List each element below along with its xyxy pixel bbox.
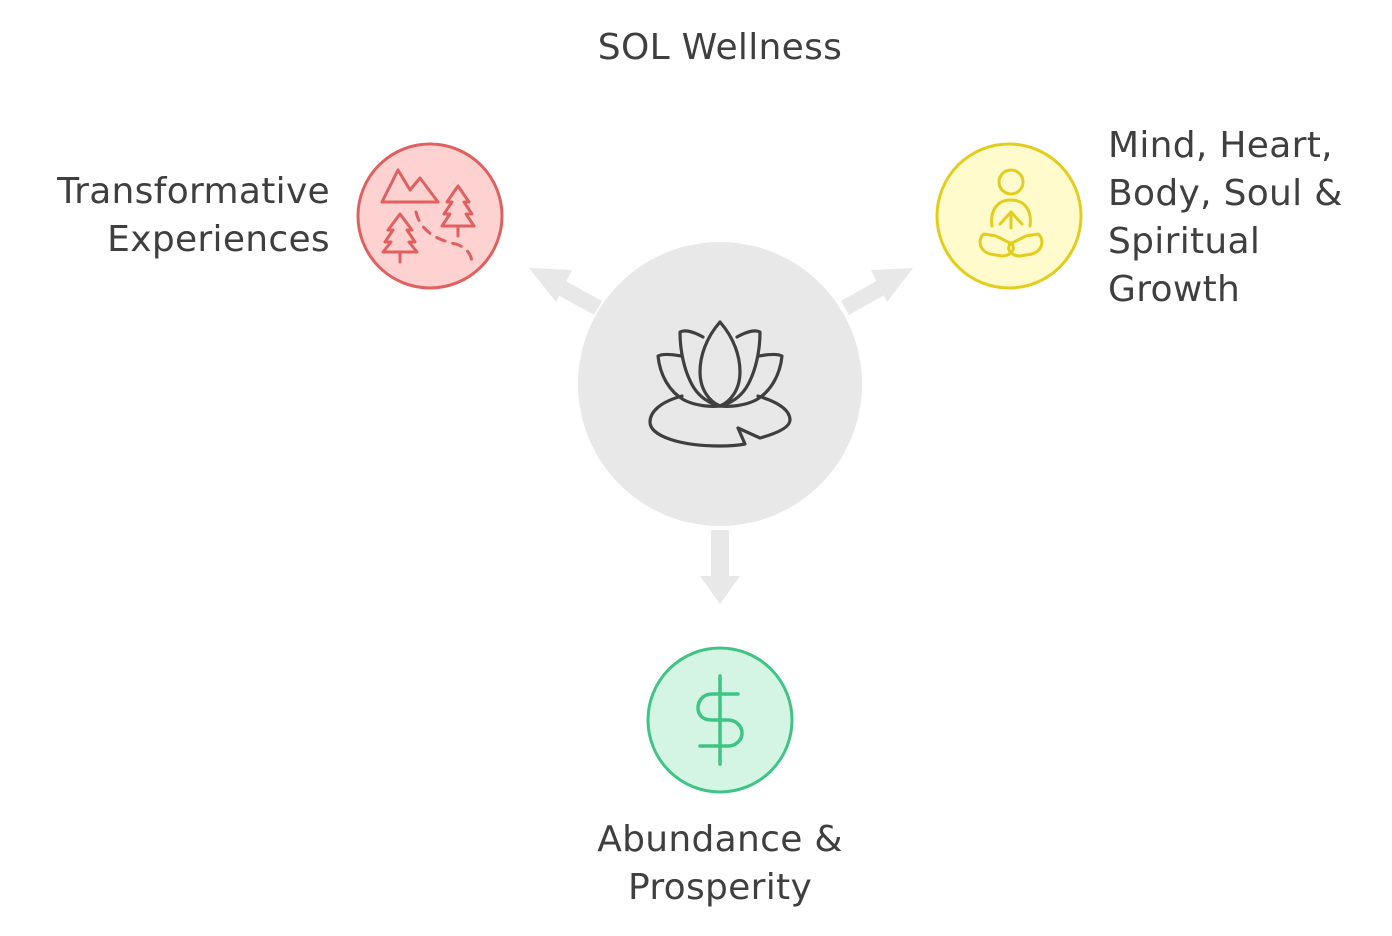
arrow-to-right-node [841, 268, 913, 315]
left-node-label: Transformative Experiences [57, 171, 330, 260]
right-node-label: Mind, Heart, Body, Soul & Spiritual Grow… [1108, 125, 1343, 310]
arrow-to-bottom-node [700, 530, 740, 604]
mountain-trees-path-icon [380, 168, 476, 266]
dollar-icon [696, 674, 744, 766]
bottom-node-label: Abundance & Prosperity [597, 819, 843, 908]
bottom-node [646, 646, 794, 794]
diagram-title: SOL Wellness [597, 27, 843, 68]
right-node [935, 142, 1083, 290]
lotus-icon [648, 320, 792, 448]
meditation-icon [978, 168, 1044, 258]
arrow-to-left-node [529, 268, 602, 316]
center-node [578, 242, 862, 526]
left-node [356, 142, 504, 290]
